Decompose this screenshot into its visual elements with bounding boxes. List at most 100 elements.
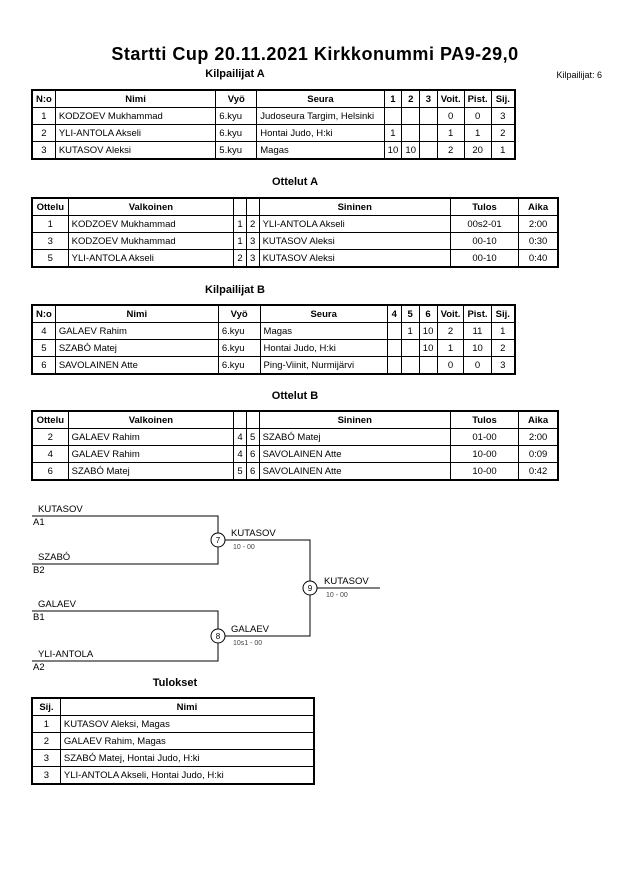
cell: 1: [31, 715, 61, 733]
col-rank: Sij.: [31, 697, 61, 716]
semi-2-score: 10s1 - 00: [233, 640, 262, 647]
cell: 3: [31, 749, 61, 767]
results-heading: Tulokset: [152, 677, 198, 689]
cell: 2: [490, 124, 516, 142]
cell: KUTASOV Aleksi: [258, 249, 451, 268]
entrant-4-name: YLI-ANTOLA: [38, 649, 94, 660]
cell: SZABÓ Matej: [54, 339, 219, 357]
cell: 5: [31, 339, 56, 357]
cell: 5: [31, 249, 69, 268]
table-row: 4 GALAEV Rahim 4 6 SAVOLAINEN Atte 10-00…: [31, 445, 559, 463]
table-row: 3 YLI-ANTOLA Akseli, Hontai Judo, H:ki: [31, 766, 315, 785]
semi-2-winner: GALAEV: [231, 624, 270, 635]
cell: 6.kyu: [217, 356, 261, 375]
cell: SAVOLAINEN Atte: [258, 462, 451, 481]
cell: 10: [401, 141, 421, 160]
cell: [401, 124, 421, 142]
cell: 2:00: [518, 215, 559, 233]
entrant-3-seed: B1: [33, 612, 45, 623]
cell: 2: [490, 339, 516, 357]
table-row: 1 KODZOEV Mukhammad 1 2 YLI-ANTOLA Aksel…: [31, 215, 559, 233]
pool-b-table: N:o Nimi Vyö Seura 4 5 6 Voit. Pist. Sij…: [31, 304, 516, 375]
cell: 6: [31, 356, 56, 375]
cell: 0: [463, 356, 492, 375]
pool-b-heading: Kilpailijat B: [205, 284, 265, 296]
pool-a-heading: Kilpailijat A: [205, 68, 265, 80]
cell: Hontai Judo, H:ki: [259, 339, 388, 357]
participants-count: Kilpailijat: 6: [556, 70, 602, 80]
table-row: 5 SZABÓ Matej 6.kyu Hontai Judo, H:ki 10…: [31, 339, 516, 357]
table-row: 2 GALAEV Rahim, Magas: [31, 732, 315, 750]
match-8-circle: [210, 628, 226, 644]
match-8-number: 8: [216, 632, 221, 641]
table-row: 1 KODZOEV Mukhammad 6.kyu Judoseura Targ…: [31, 107, 516, 125]
final-score: 10 - 00: [326, 592, 348, 599]
cell: 2: [31, 732, 61, 750]
semi-1-score: 10 - 00: [233, 544, 255, 551]
cell: KUTASOV Aleksi, Magas: [59, 715, 315, 733]
cell: YLI-ANTOLA Akseli: [54, 124, 217, 142]
col-name: Nimi: [59, 697, 315, 716]
results-header-row: Sij. Nimi: [31, 697, 315, 716]
cell: SZABÓ Matej: [67, 462, 235, 481]
match-7-circle: [210, 532, 226, 548]
match-9-circle: [302, 580, 318, 596]
cell: 0:40: [518, 249, 559, 268]
table-row: 6 SZABÓ Matej 5 6 SAVOLAINEN Atte 10-00 …: [31, 462, 559, 481]
table-row: 1 KUTASOV Aleksi, Magas: [31, 715, 315, 733]
match-9-number: 9: [308, 584, 313, 593]
table-row: 4 GALAEV Rahim 6.kyu Magas 1 10 2 11 1: [31, 322, 516, 340]
entrant-1-name: KUTASOV: [38, 504, 83, 515]
page-title: Startti Cup 20.11.2021 Kirkkonummi PA9-2…: [111, 44, 519, 64]
cell: 0:42: [518, 462, 559, 481]
cell: 3: [490, 356, 516, 375]
table-row: 5 YLI-ANTOLA Akseli 2 3 KUTASOV Aleksi 0…: [31, 249, 559, 268]
cell: 0:09: [518, 445, 559, 463]
cell: KODZOEV Mukhammad: [67, 232, 235, 250]
pool-a-table: N:o Nimi Vyö Seura 1 2 3 Voit. Pist. Sij…: [31, 89, 516, 160]
cell: 2: [31, 124, 56, 142]
cell: 6: [31, 462, 69, 481]
entrant-1-seed: A1: [33, 517, 45, 528]
cell: Magas: [256, 141, 385, 160]
cell: 3: [31, 232, 69, 250]
cell: GALAEV Rahim: [67, 445, 235, 463]
cell: 20: [463, 141, 492, 160]
cell: Ping-Viinit, Nurmijärvi: [259, 356, 388, 375]
semi-1-winner: KUTASOV: [231, 528, 276, 539]
table-row: 3 KODZOEV Mukhammad 1 3 KUTASOV Aleksi 0…: [31, 232, 559, 250]
cell: 3: [31, 766, 61, 785]
matches-b-table: Ottelu Valkoinen Sininen Tulos Aika 2 GA…: [31, 410, 559, 481]
cell: [386, 339, 402, 357]
table-row: 3 SZABÓ Matej, Hontai Judo, H:ki: [31, 749, 315, 767]
cell: 4: [31, 445, 69, 463]
cell: 1: [490, 141, 516, 160]
table-row: 2 GALAEV Rahim 4 5 SZABÓ Matej 01-00 2:0…: [31, 428, 559, 446]
cell: SAVOLAINEN Atte: [54, 356, 219, 375]
cell: 10: [463, 339, 492, 357]
cell: 6.kyu: [217, 339, 261, 357]
cell: 1: [463, 124, 492, 142]
cell: 10: [418, 339, 438, 357]
cell: [418, 356, 438, 375]
table-row: 3 KUTASOV Aleksi 5.kyu Magas 10 10 2 20 …: [31, 141, 516, 160]
cell: 0:30: [518, 232, 559, 250]
matches-a-heading: Ottelut A: [271, 176, 319, 188]
matches-b-heading: Ottelut B: [271, 390, 319, 402]
entrant-4-seed: A2: [33, 662, 45, 673]
results-table: Sij. Nimi 1 KUTASOV Aleksi, Magas 2 GALA…: [31, 697, 315, 785]
final-winner: KUTASOV: [324, 576, 369, 587]
cell: SZABÓ Matej, Hontai Judo, H:ki: [59, 749, 315, 767]
cell: YLI-ANTOLA Akseli, Hontai Judo, H:ki: [59, 766, 315, 785]
cell: 1: [436, 124, 465, 142]
cell: YLI-ANTOLA Akseli: [67, 249, 235, 268]
cell: [386, 356, 402, 375]
table-row: 6 SAVOLAINEN Atte 6.kyu Ping-Viinit, Nur…: [31, 356, 516, 375]
table-row: 2 YLI-ANTOLA Akseli 6.kyu Hontai Judo, H…: [31, 124, 516, 142]
col-no: N:o: [31, 89, 56, 108]
cell: GALAEV Rahim, Magas: [59, 732, 315, 750]
cell: 1: [490, 322, 516, 340]
entrant-3-name: GALAEV: [38, 599, 77, 610]
match-7-number: 7: [216, 536, 221, 545]
entrant-2-seed: B2: [33, 565, 45, 576]
